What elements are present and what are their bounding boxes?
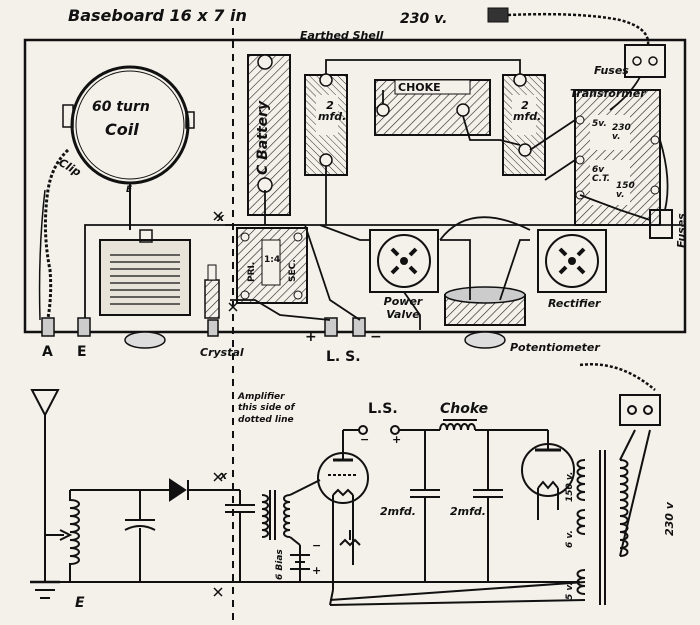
earthed-shell-label: Earthed Shell — [300, 29, 384, 42]
c-battery-label: C Battery — [255, 100, 271, 175]
tr-230-label: 230 v. — [612, 123, 631, 142]
crystal-label: Crystal — [200, 346, 244, 359]
crystal — [204, 264, 220, 319]
schematic-ls-label: L.S. — [368, 401, 398, 417]
schematic-mfd-2: 2mfd. — [450, 505, 486, 518]
terminal-e-label: E — [77, 344, 87, 360]
rectifier-label: Rectifier — [548, 297, 601, 310]
amplifier-note-line3: dotted line — [238, 415, 294, 425]
amplifier-note-line1: Amplifier — [238, 392, 285, 402]
mains-plug — [487, 7, 650, 46]
ls-label: L. S. — [326, 349, 361, 365]
pri-label: PRI. — [247, 261, 257, 282]
schematic-tr-230: 230 v — [663, 502, 676, 536]
rectifier-socket — [537, 229, 607, 293]
schematic-bias-label: 6 Bias — [275, 549, 285, 580]
sec-label: SEC. — [288, 259, 298, 282]
schematic — [30, 363, 661, 606]
schematic-mfd-1: 2mfd. — [380, 505, 416, 518]
tuning-condenser — [99, 229, 191, 349]
schematic-tr-150: 150 v. — [565, 471, 575, 502]
clip-lead — [43, 148, 70, 319]
potentiometer — [444, 286, 526, 349]
tr-6v-ct-label: 6v C.T. — [592, 165, 611, 184]
schematic-x-mark: x — [220, 469, 228, 482]
choke — [374, 79, 491, 136]
schematic-tr-6v: 6 v. — [565, 530, 575, 548]
schematic-earth-label: E — [75, 595, 85, 611]
transformer-label: Transformer — [570, 87, 646, 100]
baseboard-wiring — [84, 59, 680, 330]
mains-voltage-label: 230 v. — [400, 11, 448, 27]
fuses-top-label: Fuses — [594, 64, 629, 77]
terminals — [41, 317, 366, 337]
condenser-left — [304, 73, 348, 176]
ls-plus-label: + — [305, 329, 317, 345]
schematic-choke-label: Choke — [440, 401, 489, 417]
terminal-a-label: A — [42, 344, 53, 360]
schematic-ls-minus: − — [360, 433, 370, 446]
coil-label: Coil — [105, 120, 139, 139]
coil — [62, 65, 195, 230]
coil-turns-label: 60 turn — [92, 99, 150, 115]
coil-e-label: E — [126, 185, 133, 195]
tr-5v-label: 5v. — [592, 119, 607, 129]
fuse-block-top — [624, 44, 666, 78]
ls-minus-label: − — [370, 329, 382, 345]
schematic-ls-plus: + — [392, 433, 402, 446]
ratio-label: 1:4 — [264, 255, 281, 265]
fuse-block-right — [649, 209, 673, 239]
power-valve-label: Power Valve — [383, 295, 423, 321]
schematic-tr-5v: 5 v. — [565, 582, 575, 600]
mfd-left-label: 2 mfd. — [318, 99, 347, 123]
interstage-transformer — [236, 227, 308, 304]
fuses-right-label: Fuses — [675, 213, 688, 248]
tr-150-label: 150 v. — [616, 181, 635, 200]
amplifier-note-line2: this side of — [238, 403, 295, 413]
mfd-right-label: 2 mfd. — [513, 99, 542, 123]
schematic-bias-plus: + — [312, 564, 322, 577]
schematic-bias-minus: − — [312, 539, 322, 552]
transformer — [574, 89, 661, 226]
x-marks — [213, 211, 238, 597]
x-mark-upper: x — [217, 211, 225, 224]
choke-label: CHOKE — [398, 81, 441, 94]
baseboard-title: Baseboard 16 x 7 in — [68, 6, 247, 25]
power-valve-socket — [369, 229, 439, 293]
potentiometer-label: Potentiometer — [510, 341, 600, 354]
condenser-right — [502, 73, 546, 176]
c-battery — [247, 54, 291, 216]
